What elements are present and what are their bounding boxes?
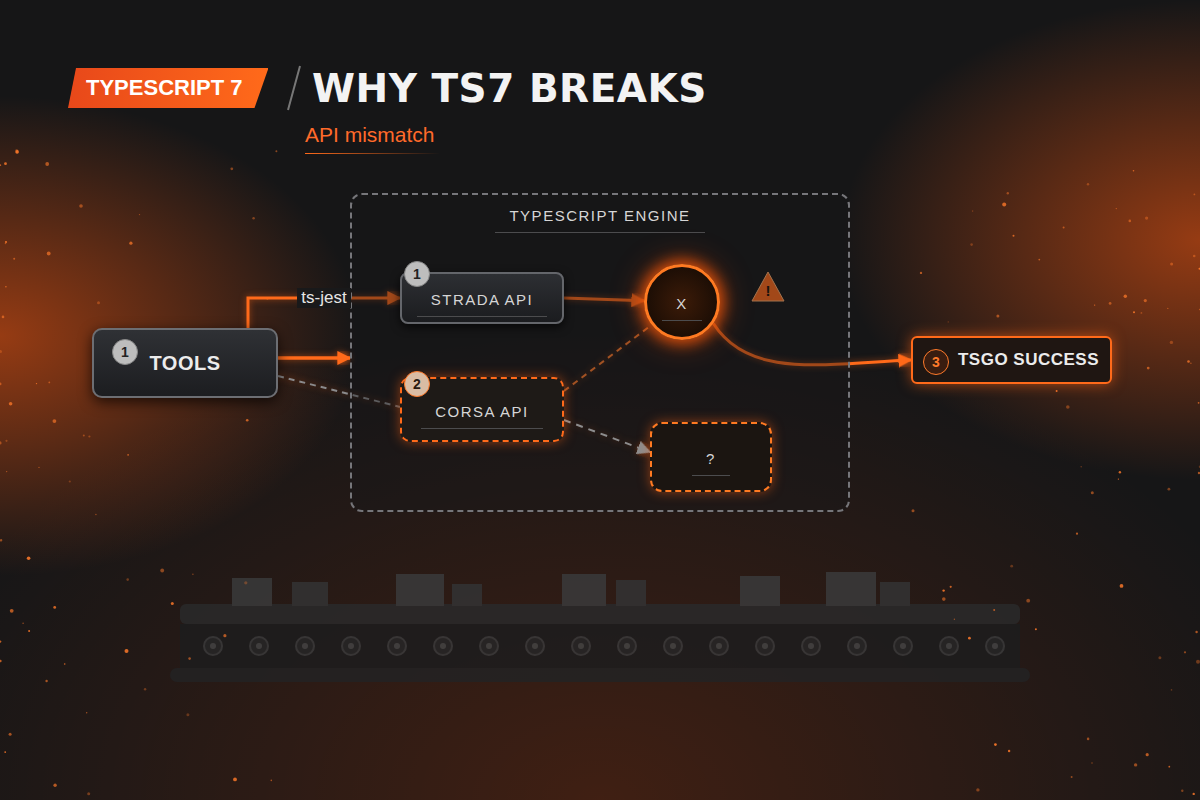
tool-box: 1TOOLS	[92, 328, 278, 398]
node-label: X	[662, 295, 702, 321]
node-label: TYPESCRIPT ENGINE	[495, 207, 704, 233]
api-box: 2CORSA API	[400, 377, 564, 442]
arrow-connector	[278, 356, 350, 360]
edge-label: ts-jest	[297, 288, 350, 308]
failure-circle: X	[644, 264, 720, 340]
node-label: CORSA API	[421, 403, 543, 429]
version-tag: TYPESCRIPT 7	[68, 68, 268, 108]
title-slash	[288, 66, 300, 110]
diagram-title: WHY TS7 BREAKS	[312, 66, 707, 111]
unknown-box: ?	[650, 422, 772, 492]
node-label: TSGO SUCCESS	[958, 350, 1099, 370]
callout-number: 2	[404, 371, 430, 397]
node-label: STRADA API	[417, 291, 548, 317]
node-label: ?	[692, 450, 730, 476]
engine-region: TYPESCRIPT ENGINE1STRADA API2CORSA APIX?	[350, 193, 850, 512]
result-box: 3 TSGO SUCCESS	[911, 336, 1112, 384]
api-box: 1STRADA API	[400, 272, 564, 324]
callout-number: 3	[923, 349, 949, 375]
conveyor-belt	[170, 572, 1030, 682]
callout-number: 1	[404, 261, 430, 287]
node-label: TOOLS	[149, 352, 220, 375]
subtitle: API mismatch	[305, 123, 439, 154]
spark-particles	[0, 149, 1200, 795]
callout-number: 1	[112, 339, 138, 365]
